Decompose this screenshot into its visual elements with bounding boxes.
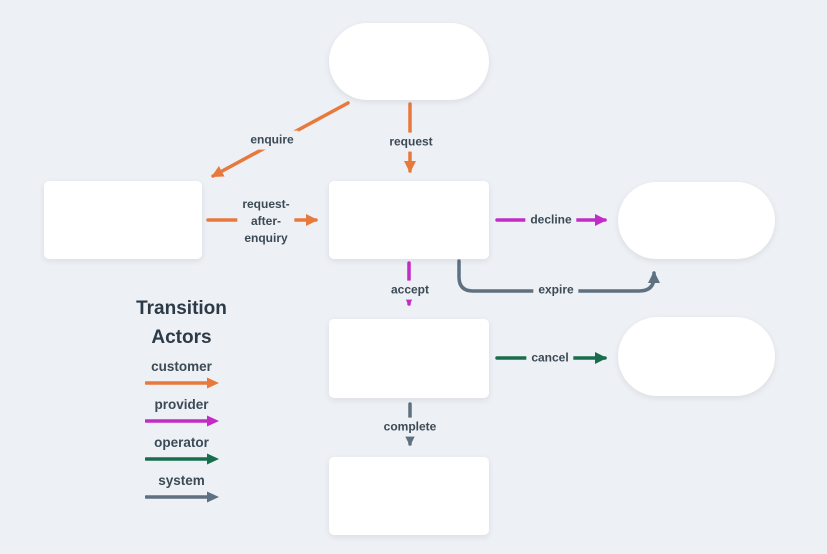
legend-arrow-provider-icon	[144, 415, 219, 427]
legend-label-provider: provider	[154, 396, 209, 412]
legend-arrow-system-icon	[144, 491, 219, 503]
legend-row-operator: operator	[144, 434, 219, 465]
transition-label-decline: decline	[525, 210, 577, 230]
transition-label-cancel: cancel	[526, 348, 574, 368]
state-node-initial	[329, 23, 489, 100]
legend-arrow-customer-icon	[144, 377, 219, 389]
legend-row-customer: customer	[144, 358, 219, 389]
state-node-cancelled	[618, 317, 775, 396]
transition-label-complete: complete	[378, 417, 442, 437]
transition-actors-legend: Transition Actors customer provider oper…	[109, 294, 254, 511]
legend-label-operator: operator	[154, 434, 209, 450]
legend-row-provider: provider	[144, 396, 219, 427]
legend-label-customer: customer	[151, 358, 212, 374]
transition-label-enquire: enquire	[245, 130, 299, 150]
legend-arrow-operator-icon	[144, 453, 219, 465]
state-node-requested	[329, 181, 489, 259]
transition-label-expire: expire	[533, 280, 579, 300]
state-node-accepted	[329, 319, 489, 398]
legend-title: Transition Actors	[136, 298, 227, 349]
transition-label-request: request	[384, 132, 438, 152]
state-node-declined	[618, 182, 775, 259]
legend-label-system: system	[158, 472, 205, 488]
transition-label-request-after-enquiry: request- after- enquiry	[237, 194, 295, 248]
state-node-delivered	[329, 457, 489, 535]
transition-label-accept: accept	[385, 280, 435, 300]
state-node-enquiry	[44, 181, 202, 259]
legend-row-system: system	[144, 472, 219, 503]
